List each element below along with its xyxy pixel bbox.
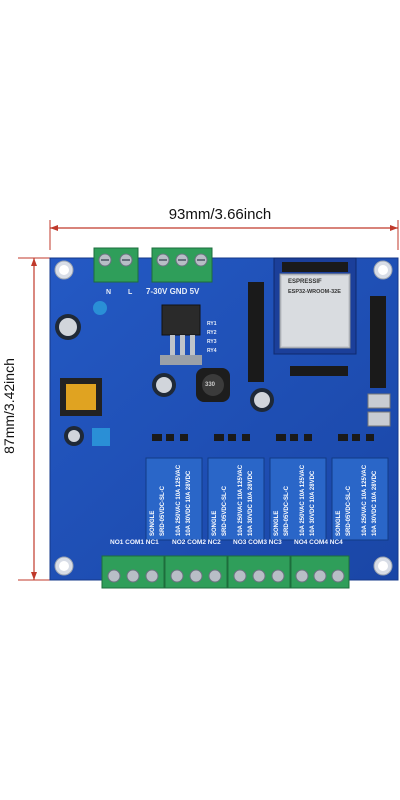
electrolytic-capacitors bbox=[55, 314, 274, 446]
terminal-label-2: NO2 COM2 NC2 bbox=[172, 539, 221, 546]
relays bbox=[145, 457, 389, 541]
power-terminal-label: 7-30V GND 5V bbox=[146, 287, 200, 296]
relay-4-brand: SONGLE bbox=[336, 510, 342, 536]
relay-1-rating-2: 10A 30VDC 10A 28VDC bbox=[186, 470, 192, 536]
module-brand: ESPRESSIF bbox=[288, 279, 322, 285]
power-terminal-block bbox=[151, 247, 213, 283]
relay-4-rating-2: 10A 30VDC 10A 28VDC bbox=[372, 470, 378, 536]
transformer bbox=[60, 378, 102, 416]
relay-3-rating-1: 10A 250VAC 10A 125VAC bbox=[300, 464, 306, 536]
relay-4-model: SRD-05VDC-SL-C bbox=[346, 485, 352, 536]
relay-2-rating-2: 10A 30VDC 10A 28VDC bbox=[248, 470, 254, 536]
pin-headers bbox=[248, 282, 386, 388]
relay-3-model: SRD-05VDC-SL-C bbox=[284, 485, 290, 536]
relay-id-4: RY4 bbox=[207, 348, 217, 354]
relay-id-3: RY3 bbox=[207, 339, 217, 345]
relay-id-1: RY1 bbox=[207, 321, 217, 327]
relay-3-brand: SONGLE bbox=[274, 510, 280, 536]
neutral-label: N bbox=[106, 289, 112, 296]
ceramic-capacitor bbox=[93, 301, 107, 315]
relay-4-rating-1: 10A 250VAC 10A 125VAC bbox=[362, 464, 368, 536]
relay-3-rating-2: 10A 30VDC 10A 28VDC bbox=[310, 470, 316, 536]
film-capacitor bbox=[92, 428, 110, 446]
terminal-label-4: NO4 COM4 NC4 bbox=[294, 539, 343, 546]
relay-1-brand: SONGLE bbox=[150, 510, 156, 536]
inductor-label: 330 bbox=[205, 382, 216, 388]
terminal-label-3: NO3 COM3 NC3 bbox=[233, 539, 282, 546]
voltage-regulator bbox=[160, 304, 202, 365]
relay-2-model: SRD-05VDC-SL-C bbox=[222, 485, 228, 536]
relay-2-rating-1: 10A 250VAC 10A 125VAC bbox=[238, 464, 244, 536]
terminal-label-1: NO1 COM1 NC1 bbox=[110, 539, 159, 546]
module-name: ESP32-WROOM-32E bbox=[288, 289, 341, 295]
relay-output-terminals bbox=[101, 555, 350, 589]
relay-1-rating-1: 10A 250VAC 10A 125VAC bbox=[176, 464, 182, 536]
push-buttons bbox=[367, 393, 391, 427]
width-dimension-label: 93mm/3.66inch bbox=[168, 206, 272, 223]
line-label: L bbox=[128, 289, 133, 296]
inductor bbox=[196, 368, 230, 402]
mounting-holes bbox=[54, 260, 393, 576]
relay-2-brand: SONGLE bbox=[212, 510, 218, 536]
relay-driver-row bbox=[152, 434, 374, 441]
mains-terminal-block bbox=[93, 247, 139, 283]
relay-1-model: SRD-05VDC-SL-C bbox=[160, 485, 166, 536]
esp32-module bbox=[273, 257, 357, 355]
relay-id-2: RY2 bbox=[207, 330, 217, 336]
